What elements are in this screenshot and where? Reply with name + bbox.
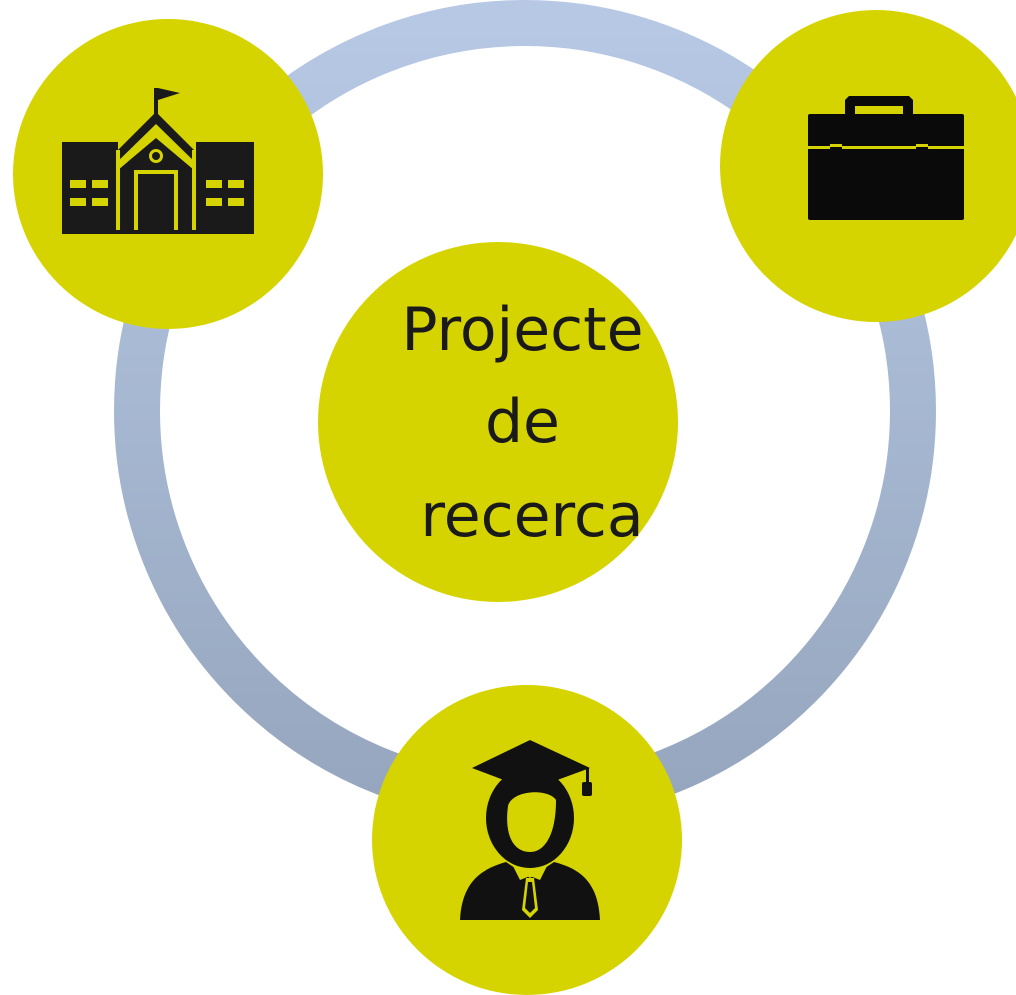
svg-text:Projecte de recerc: Projecte de recerca bbox=[401, 295, 662, 551]
school-building-icon bbox=[62, 88, 254, 234]
center-label-line-1: Projecte bbox=[401, 295, 643, 365]
briefcase-icon bbox=[808, 96, 964, 220]
school-node bbox=[13, 19, 323, 329]
center-label-line-2: de bbox=[485, 387, 560, 457]
center-circle bbox=[318, 242, 678, 602]
graduate-node bbox=[372, 685, 682, 995]
center-label-line-3: recerca bbox=[420, 481, 643, 551]
center-node: Projecte de recerca bbox=[318, 242, 678, 602]
graduate-student-icon bbox=[460, 740, 600, 920]
briefcase-node bbox=[720, 10, 1016, 322]
